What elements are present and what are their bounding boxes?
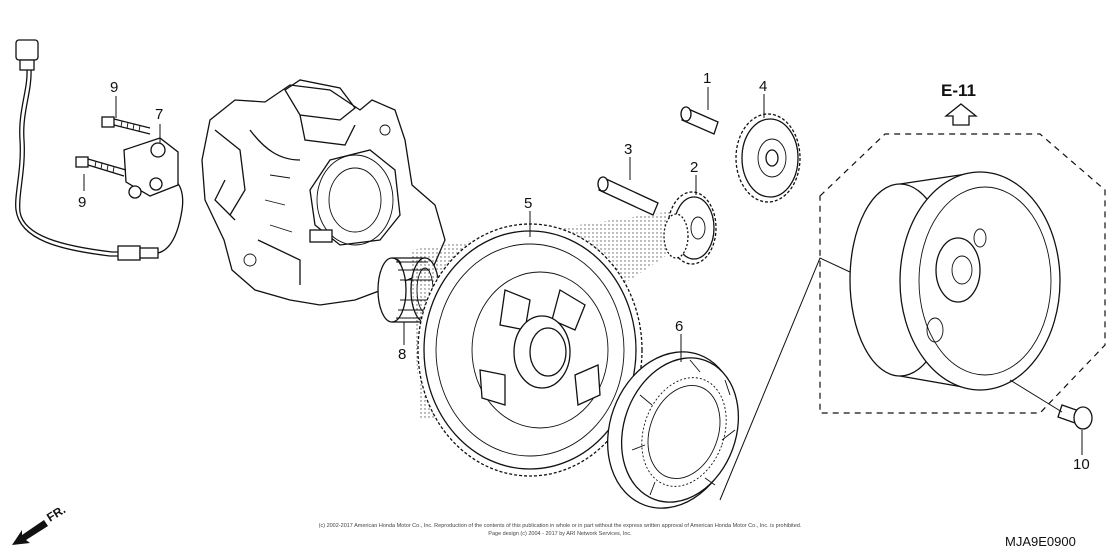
section-reference-label: E-11 bbox=[941, 81, 976, 100]
flywheel-reference-box bbox=[819, 133, 1106, 414]
diagram-code: MJA9E0900 bbox=[1005, 534, 1076, 549]
bolt-lower bbox=[75, 156, 127, 177]
sensor-wire-harness bbox=[15, 39, 184, 261]
shaft-lower bbox=[597, 176, 659, 216]
sensor-bracket bbox=[123, 137, 179, 199]
front-direction-arrow-icon bbox=[12, 520, 48, 545]
engine-crankcase bbox=[201, 79, 446, 306]
callout-7: 7 bbox=[155, 106, 163, 123]
flywheel bbox=[849, 171, 1061, 391]
callout-3: 3 bbox=[624, 141, 632, 158]
callout-9-lower: 9 bbox=[78, 194, 86, 211]
callout-2: 2 bbox=[690, 159, 698, 176]
starter-driven-gear bbox=[417, 223, 643, 477]
one-way-clutch bbox=[606, 351, 740, 509]
callout-9-upper: 9 bbox=[110, 79, 118, 96]
callout-6: 6 bbox=[675, 318, 683, 335]
bolt-upper bbox=[101, 116, 151, 135]
flywheel-bolt bbox=[1057, 404, 1093, 430]
callout-8: 8 bbox=[398, 346, 406, 363]
idle-gear bbox=[735, 113, 801, 203]
leader-lines bbox=[83, 87, 1083, 501]
copyright-line-2: Page design (c) 2004 - 2017 by ARI Netwo… bbox=[488, 531, 632, 537]
section-arrow-up-icon bbox=[944, 103, 978, 126]
shaft-upper bbox=[680, 106, 719, 135]
callout-4: 4 bbox=[759, 78, 767, 95]
callout-1: 1 bbox=[703, 70, 711, 87]
reduction-gear bbox=[663, 191, 717, 265]
front-direction-label: FR. bbox=[44, 502, 68, 524]
copyright-line-1: (c) 2002-2017 American Honda Motor Co., … bbox=[319, 523, 802, 529]
callout-10: 10 bbox=[1073, 456, 1090, 473]
callout-5: 5 bbox=[524, 195, 532, 212]
